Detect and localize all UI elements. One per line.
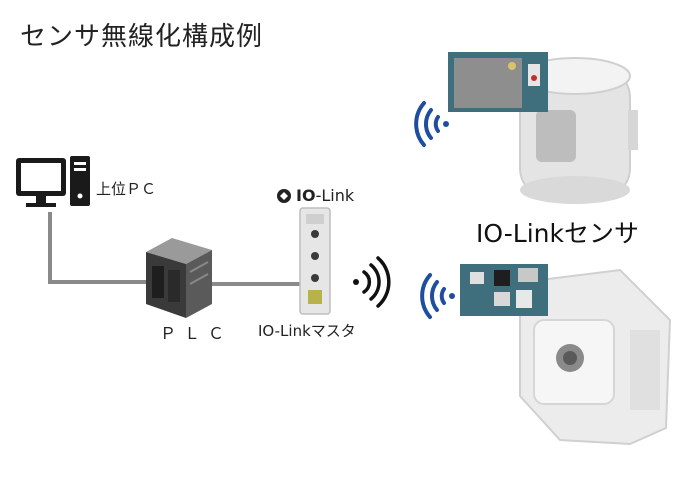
iolink-logo-icon [277,188,291,203]
plc-icon [146,238,212,318]
wireless-signal-icon [414,101,449,147]
iolink-master-icon [299,207,331,315]
pc-label: 上位ＰＣ [96,180,157,198]
wireless-module-board [448,52,548,112]
monitor-icon [16,156,90,207]
iolink-logo: IO-Link [276,186,354,205]
diagram-title: センサ無線化構成例 [20,22,264,52]
wireless-signal-icon [420,273,455,319]
iolink-logo-text: -Link [315,186,355,205]
iolink-sensor-label: IO-Linkセンサ [476,219,639,248]
wireless-signal-icon [353,256,391,308]
iolink-logo-bold-text: IO [296,186,316,205]
pc-plc-wire [48,212,150,284]
plc-label: ＰＬＣ [160,324,233,343]
square-sensor [519,268,672,446]
iolink-master-label: IO-Linkマスタ [258,322,356,340]
wireless-module-board [460,264,548,316]
